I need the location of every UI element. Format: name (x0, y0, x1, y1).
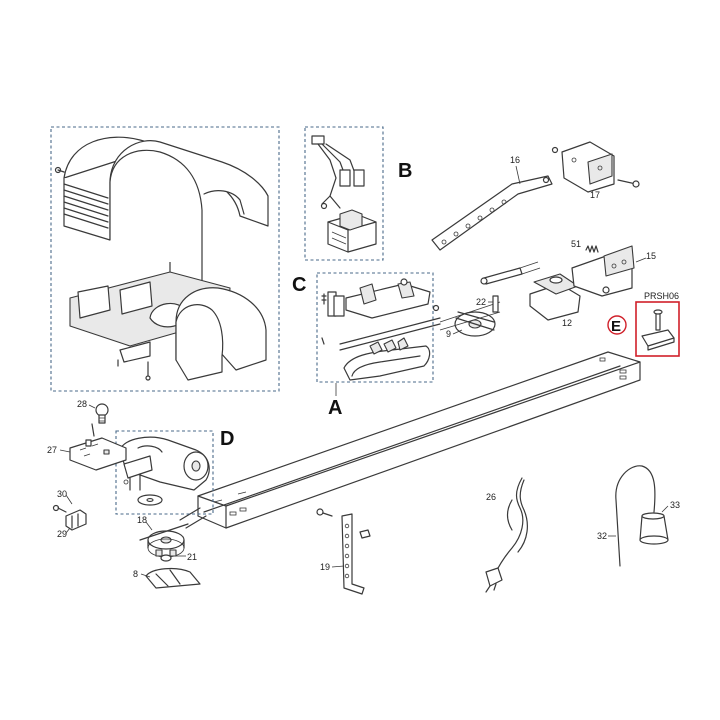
group-b-label: B (398, 160, 412, 182)
terminal-block (52, 504, 87, 531)
group-d-label: D (220, 428, 234, 450)
power-cord (485, 477, 528, 593)
door-bracket (551, 141, 640, 193)
mounting-bracket (316, 508, 371, 595)
part-code-label: PRSH06 (644, 291, 679, 301)
header-bracket (571, 245, 635, 297)
part-label-8: 8 (133, 569, 138, 579)
pin-and-bolt (480, 261, 541, 313)
group-c-box (50, 126, 280, 392)
part-label-26: 26 (486, 492, 496, 502)
part-label-16: 16 (510, 155, 520, 165)
part-label-22: 22 (476, 297, 486, 307)
part-label-9: 9 (446, 329, 451, 339)
control-board (69, 437, 127, 471)
door-arm (431, 175, 553, 251)
gear-motor (119, 436, 210, 506)
group-a-box (316, 272, 434, 383)
part-label-29: 29 (57, 529, 67, 539)
transformer-wiring (311, 135, 377, 253)
rail-track (179, 351, 641, 529)
part-label-33: 33 (670, 500, 680, 510)
group-d-box (115, 430, 214, 515)
base-plate-8 (145, 567, 201, 589)
group-a-label: A (328, 397, 342, 419)
light-bulb (95, 403, 109, 424)
release-cord-handle (615, 465, 669, 567)
part-label-12: 12 (562, 318, 572, 328)
screw-small (91, 423, 95, 437)
motor-base-plate (69, 271, 267, 381)
group-e-highlight-box (635, 301, 680, 357)
part-label-30: 30 (57, 489, 67, 499)
group-c-label: C (292, 274, 306, 296)
group-e-label: E (611, 318, 621, 335)
part-label-27: 27 (47, 445, 57, 455)
part-label-18: 18 (137, 515, 147, 525)
part-label-32: 32 (597, 531, 607, 541)
part-label-15: 15 (646, 251, 656, 261)
part-label-21: 21 (187, 552, 197, 562)
carriage-assembly (321, 278, 441, 381)
cover-housing (54, 136, 269, 289)
bracket-12 (529, 273, 581, 321)
part-label-17: 17 (590, 190, 600, 200)
idler-sprocket (439, 301, 501, 337)
spring (585, 245, 599, 253)
group-e-circle (607, 315, 627, 335)
shoe-part (641, 309, 675, 351)
drive-sprocket (139, 523, 189, 562)
part-label-51: 51 (571, 239, 581, 249)
part-label-28: 28 (77, 399, 87, 409)
group-b-box (304, 126, 384, 261)
part-label-19: 19 (320, 562, 330, 572)
